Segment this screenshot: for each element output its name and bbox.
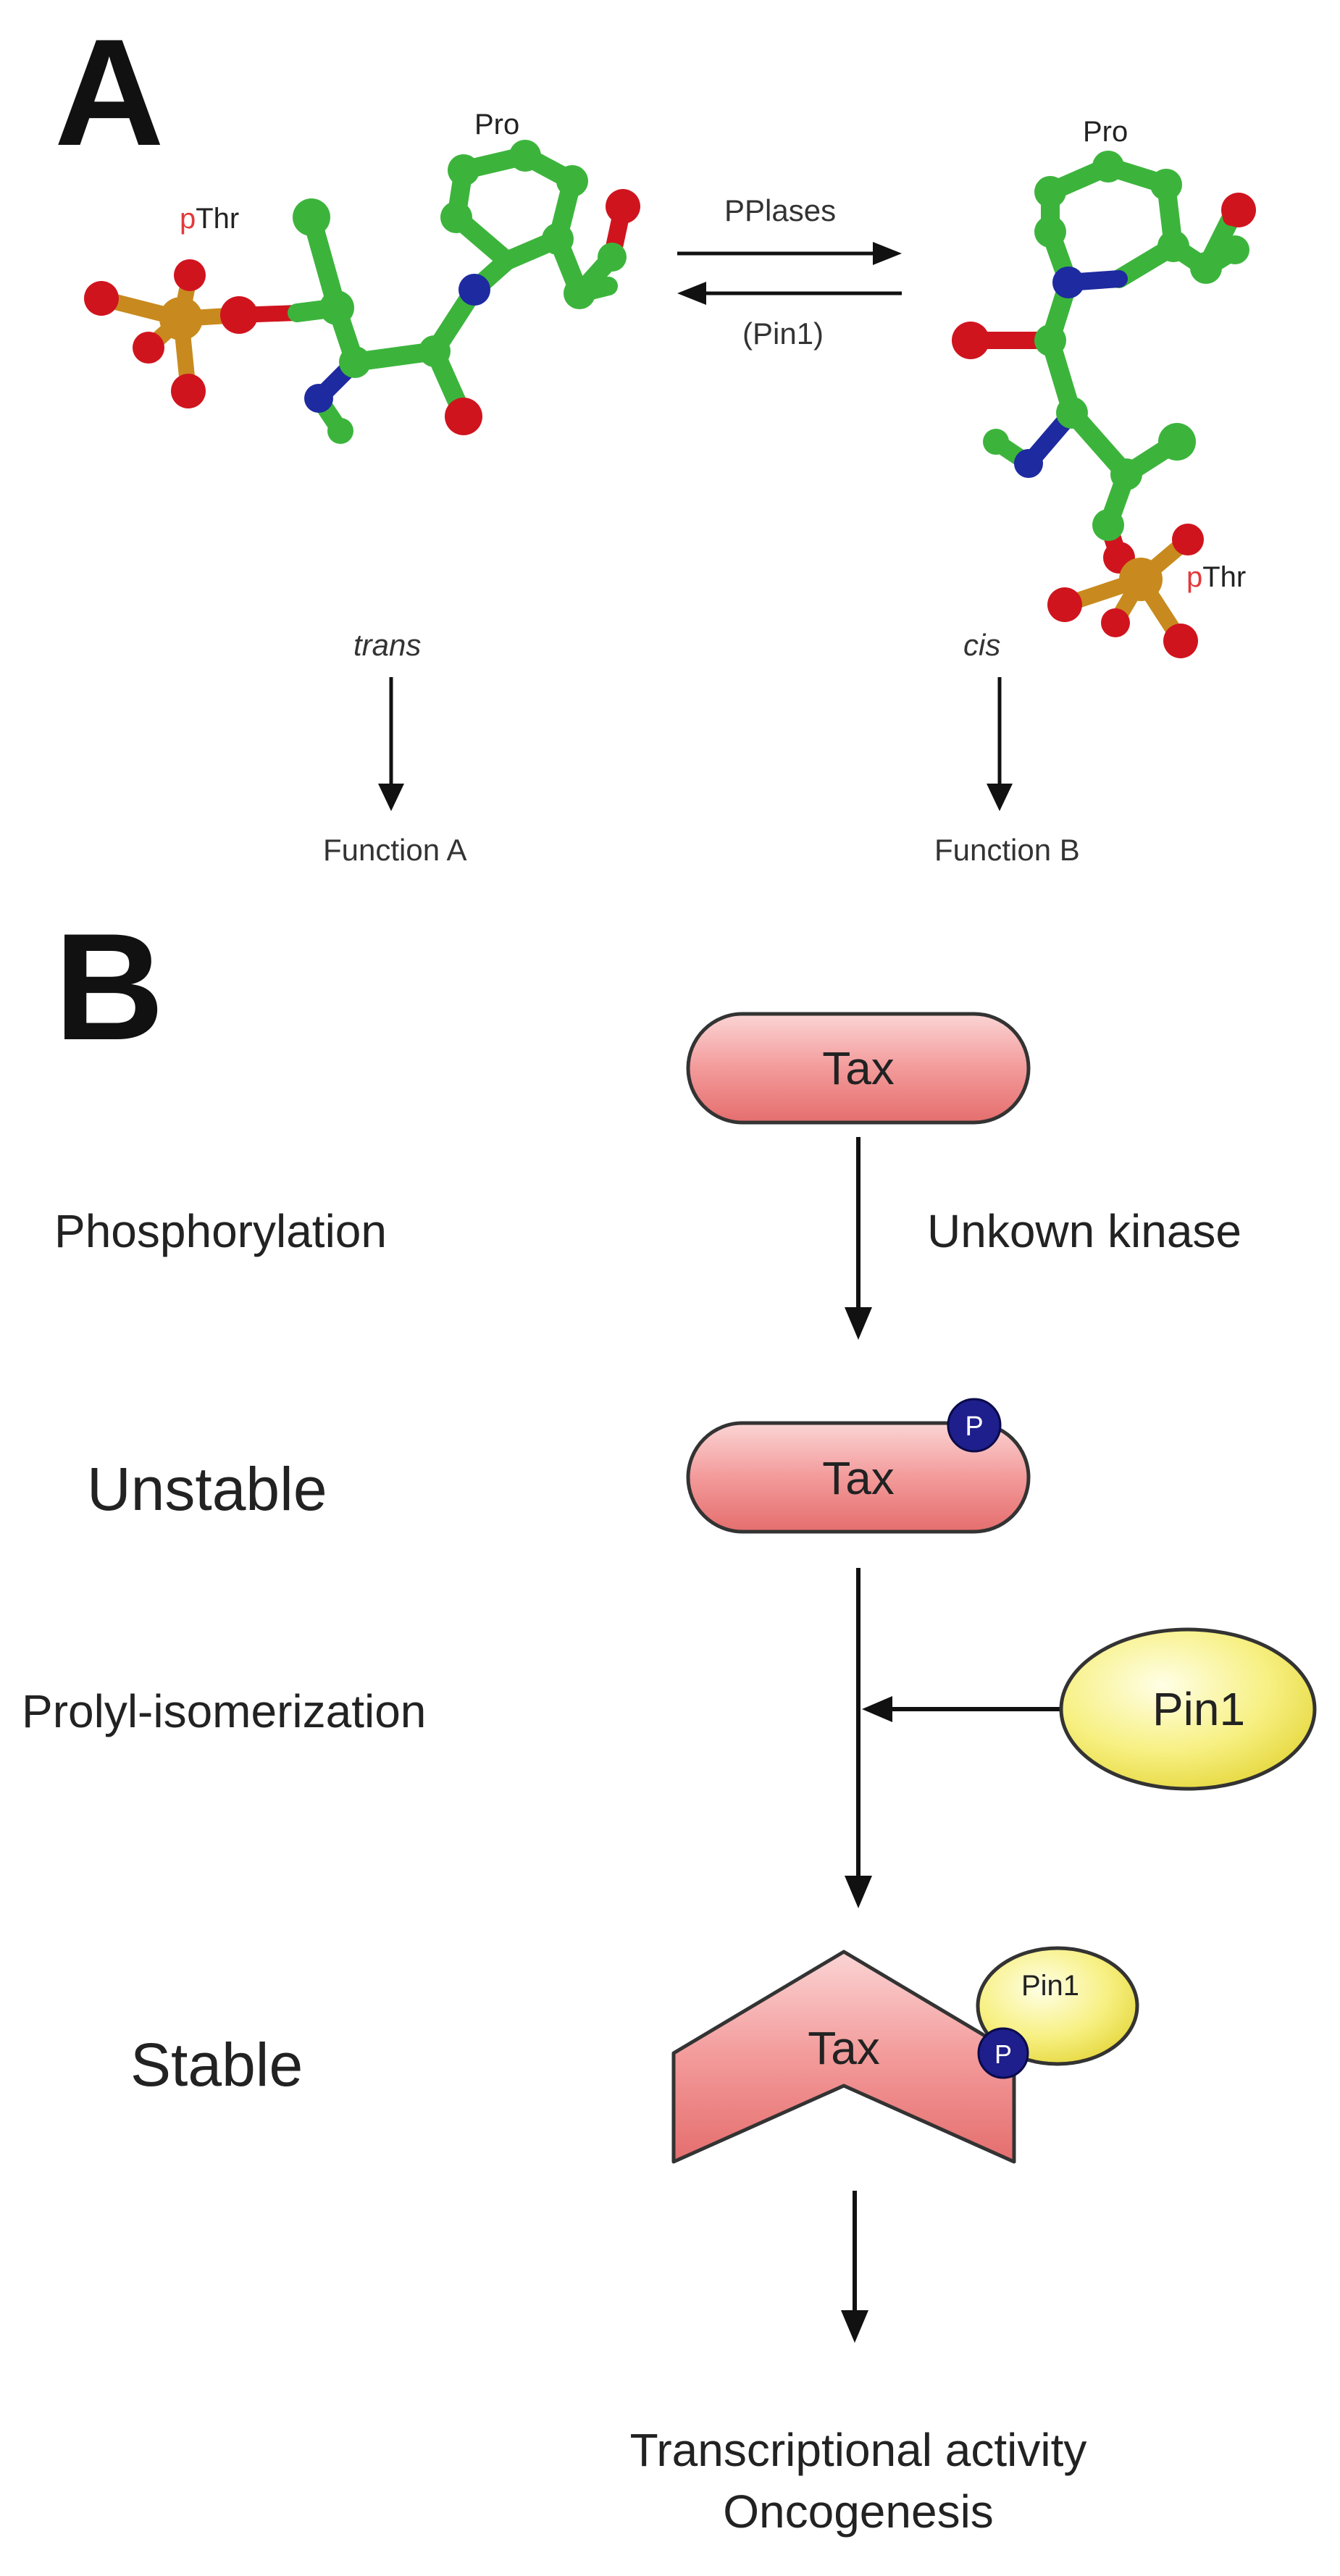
- phospho-label-1: P: [965, 1411, 983, 1442]
- tax-protein-stable-complex: Pin1 Tax P: [671, 1946, 1139, 2164]
- equilibrium-arrows: PPlases (Pin1): [677, 193, 902, 351]
- trans-label: trans: [353, 628, 421, 662]
- left-molecule-trans: Pro pThr: [84, 109, 640, 444]
- unknown-kinase-label: Unkown kinase: [927, 1205, 1241, 1257]
- phosphorylation-label: Phosphorylation: [54, 1205, 387, 1257]
- pin1-bound-label: Pin1: [1021, 1970, 1079, 2002]
- right-pro-label: Pro: [1083, 116, 1128, 148]
- outcome-line-2: Oncogenesis: [723, 2485, 994, 2538]
- pin1-enzyme-label: (Pin1): [742, 316, 824, 351]
- function-b-label: Function B: [934, 833, 1080, 867]
- stable-label: Stable: [130, 2031, 303, 2099]
- tax-protein-initial: Tax: [686, 1012, 1031, 1125]
- right-molecule-cis: Pro pThr: [952, 116, 1256, 658]
- tax-protein-phosphorylated: Tax P: [686, 1398, 1031, 1534]
- pin1-enzyme: Pin1: [1059, 1627, 1317, 1791]
- panel-b-label: B: [54, 902, 164, 1072]
- tax-label-2: Tax: [822, 1452, 895, 1504]
- pplases-label: PPlases: [724, 193, 836, 227]
- pin1-label: Pin1: [1152, 1683, 1245, 1735]
- right-pthr-label: pThr: [1186, 561, 1246, 593]
- panel-a-label: A: [54, 7, 164, 177]
- unstable-label: Unstable: [87, 1455, 327, 1523]
- left-pthr-label: pThr: [180, 203, 239, 235]
- left-pro-label: Pro: [474, 109, 519, 140]
- tax-bent-shape: [671, 1950, 1016, 2164]
- phospho-badge-2: [977, 2027, 1029, 2079]
- prolyl-isomerization-label: Prolyl-isomerization: [22, 1685, 426, 1737]
- tax-label-3: Tax: [808, 2022, 880, 2074]
- tax-label-1: Tax: [822, 1042, 895, 1094]
- phospho-badge-1: [947, 1398, 1002, 1453]
- phospho-label-2: P: [994, 2039, 1012, 2069]
- function-a-label: Function A: [323, 833, 466, 867]
- cis-label: cis: [963, 628, 1000, 662]
- outcome-line-1: Transcriptional activity: [630, 2424, 1087, 2476]
